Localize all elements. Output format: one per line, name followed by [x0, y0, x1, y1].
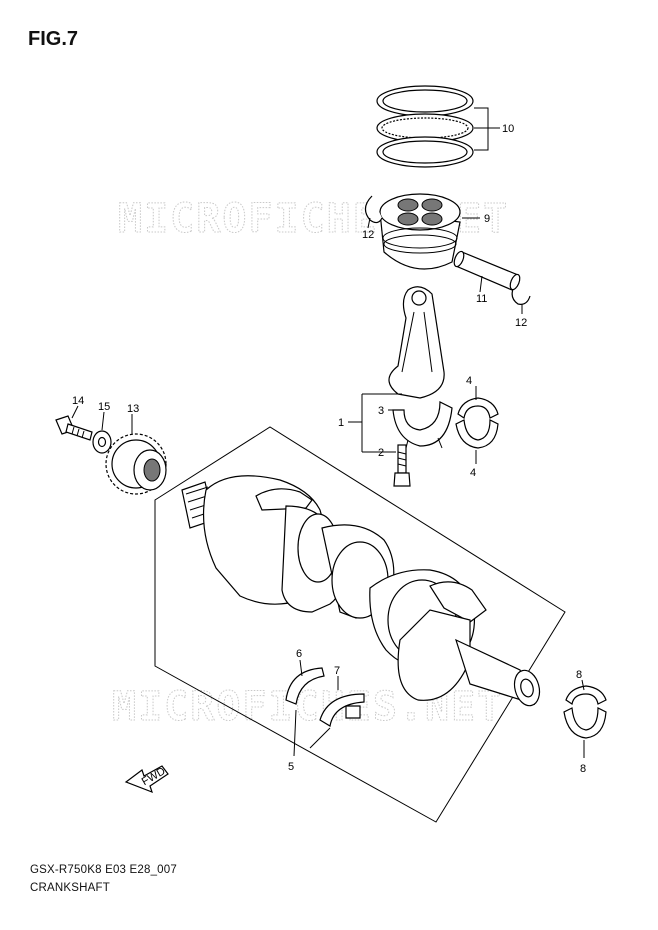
figure-title: FIG.7 — [28, 28, 79, 50]
callout-5: 5 — [288, 761, 294, 773]
callout-7: 7 — [334, 665, 340, 677]
crankshaft[interactable] — [181, 475, 543, 709]
crankshaft-assembly-frame — [154, 426, 566, 823]
callout-8-top: 8 — [576, 669, 582, 681]
circlip-right[interactable] — [511, 284, 531, 305]
gear-bolt[interactable] — [55, 415, 93, 441]
washer[interactable] — [92, 430, 112, 454]
callout-9: 9 — [484, 213, 490, 225]
callout-14: 14 — [72, 395, 84, 407]
callout-6: 6 — [296, 648, 302, 660]
callout-4-top: 4 — [466, 375, 472, 387]
callout-15: 15 — [98, 401, 110, 413]
callout-8-bottom: 8 — [580, 763, 586, 775]
callout-2: 2 — [378, 447, 384, 459]
conrod-bearing[interactable] — [455, 397, 499, 449]
piston-pin[interactable] — [452, 250, 521, 291]
callout-13: 13 — [127, 403, 139, 415]
connecting-rod[interactable] — [388, 286, 445, 399]
callout-4-bottom: 4 — [470, 467, 476, 479]
callout-1: 1 — [338, 417, 344, 429]
thrust-bearing-7[interactable] — [319, 693, 365, 727]
callout-3: 3 — [378, 405, 384, 417]
fwd-arrow-icon: FWD — [124, 765, 169, 794]
thrust-bearing-6[interactable] — [285, 667, 325, 705]
piston[interactable] — [379, 193, 461, 270]
section-title: CRANKSHAFT — [30, 882, 110, 894]
conrod-bolt[interactable] — [393, 444, 411, 487]
callout-11: 11 — [476, 293, 487, 305]
fwd-label: FWD — [140, 765, 168, 788]
primary-gear[interactable] — [105, 433, 167, 495]
callout-12-left: 12 — [362, 229, 374, 241]
callout-12-right: 12 — [515, 317, 527, 329]
callout-10: 10 — [502, 123, 514, 135]
piston-rings[interactable] — [376, 85, 474, 168]
model-code: GSX-R750K8 E03 E28_007 — [30, 864, 177, 876]
leader-lines — [71, 107, 585, 758]
crank-main-bearing[interactable] — [563, 685, 607, 739]
